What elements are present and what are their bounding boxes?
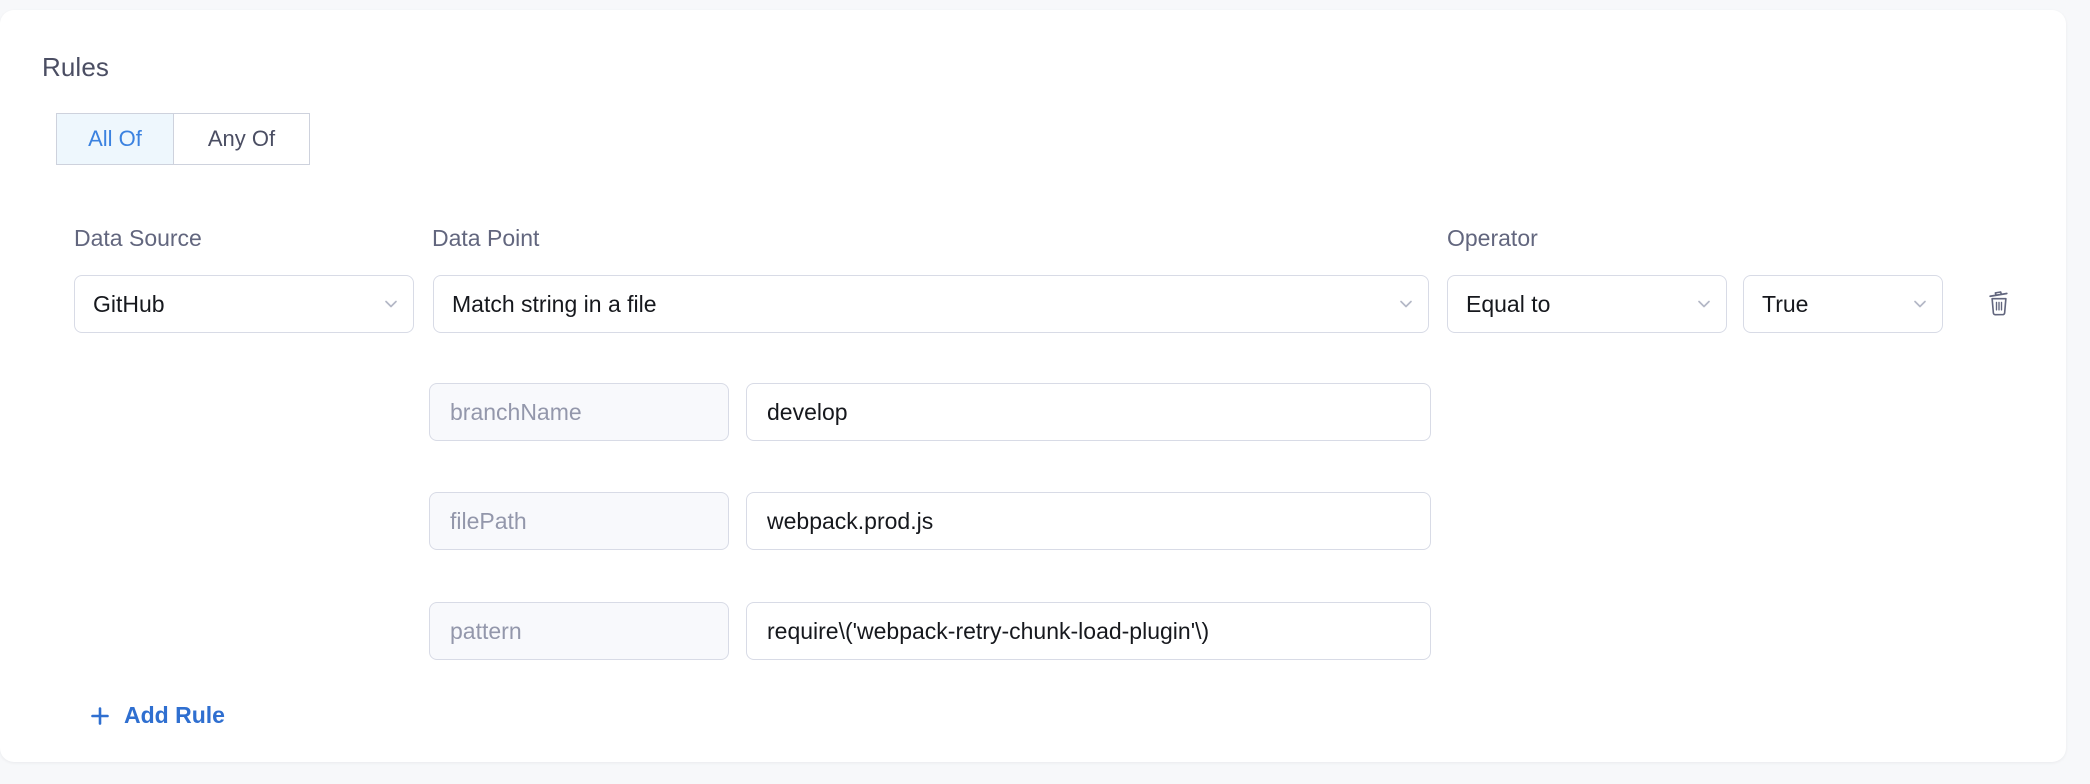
parameter-value-text: require\('webpack-retry-chunk-load-plugi… xyxy=(767,617,1210,644)
operator-select-value: Equal to xyxy=(1466,290,1551,317)
parameter-key-field: pattern xyxy=(429,602,729,660)
rules-card: Rules All Of Any Of Data Source Data Poi… xyxy=(0,10,2066,762)
chevron-down-icon xyxy=(1384,294,1428,314)
trash-icon xyxy=(1984,288,2014,321)
data-source-select[interactable]: GitHub xyxy=(74,275,414,333)
match-mode-any-of-button[interactable]: Any Of xyxy=(173,113,310,165)
operator-value-select[interactable]: True xyxy=(1743,275,1943,333)
parameter-value-text: develop xyxy=(767,398,848,425)
match-mode-toggle-group[interactable]: All Of Any Of xyxy=(56,113,310,165)
data-point-label: Data Point xyxy=(432,225,540,251)
page-title: Rules xyxy=(42,52,109,82)
parameter-key-label: filePath xyxy=(450,507,527,534)
parameter-key-label: pattern xyxy=(450,617,522,644)
add-rule-button[interactable]: Add Rule xyxy=(88,702,225,729)
operator-label: Operator xyxy=(1447,225,1538,251)
data-source-label: Data Source xyxy=(74,225,202,251)
parameter-key-label: branchName xyxy=(450,398,582,425)
parameter-value-input[interactable]: require\('webpack-retry-chunk-load-plugi… xyxy=(746,602,1431,660)
parameter-value-input[interactable]: develop xyxy=(746,383,1431,441)
chevron-down-icon xyxy=(1898,294,1942,314)
delete-rule-button[interactable] xyxy=(1975,280,2023,328)
plus-icon xyxy=(88,704,112,728)
data-point-select[interactable]: Match string in a file xyxy=(433,275,1429,333)
chevron-down-icon xyxy=(369,294,413,314)
match-mode-all-of-button[interactable]: All Of xyxy=(56,113,173,165)
parameter-value-input[interactable]: webpack.prod.js xyxy=(746,492,1431,550)
chevron-down-icon xyxy=(1682,294,1726,314)
operator-value-select-value: True xyxy=(1762,290,1809,317)
operator-select[interactable]: Equal to xyxy=(1447,275,1727,333)
parameter-key-field: filePath xyxy=(429,492,729,550)
add-rule-label: Add Rule xyxy=(124,702,225,728)
data-source-select-value: GitHub xyxy=(93,290,165,317)
parameter-key-field: branchName xyxy=(429,383,729,441)
data-point-select-value: Match string in a file xyxy=(452,290,657,317)
parameter-value-text: webpack.prod.js xyxy=(767,507,934,534)
